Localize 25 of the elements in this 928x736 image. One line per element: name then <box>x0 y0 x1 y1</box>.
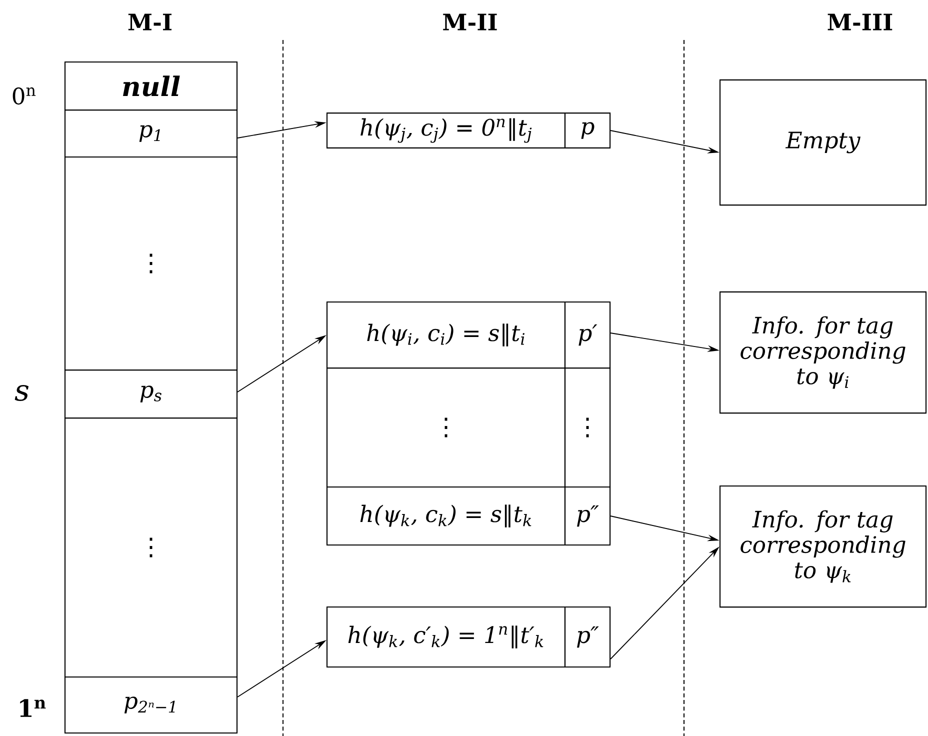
table-cell: p′ <box>564 301 611 369</box>
table-cell: ⋮ <box>326 368 566 488</box>
row-label: s <box>14 384 29 402</box>
row-label: 1$^{n}$ <box>20 699 46 717</box>
info-box: Info. for tag corresponding to ψ$_{i}$ <box>719 291 927 414</box>
column-heading: M-II <box>443 14 497 30</box>
table-cell: ⋮ <box>64 156 238 371</box>
table-cell: h(ψ$_{i}$, c$_{i}$) = s‖t$_{i}$ <box>326 301 566 369</box>
table-cell: h(ψ$_{k}$, c$_{k}$) = s‖t$_{k}$ <box>326 486 566 546</box>
row-label: 0$^{n}$ <box>12 87 36 105</box>
info-box: Empty <box>719 79 927 206</box>
table-cell: p <box>564 112 611 148</box>
table-cell: h(ψ$_{j}$, c$_{j}$) = 0$^{n}$‖t$_{j}$ <box>326 112 566 148</box>
table-cell: null <box>64 61 238 111</box>
table-cell: ⋮ <box>64 418 238 678</box>
column-heading: M-III <box>828 14 892 30</box>
table-cell: p$_{1}$ <box>64 110 238 158</box>
info-box: Info. for tag corresponding to ψ$_{k}$ <box>719 485 927 608</box>
table-cell: p$_{2ⁿ−1}$ <box>64 676 238 734</box>
table-cell: p″ <box>564 606 611 668</box>
table-cell: p″ <box>564 486 611 546</box>
column-heading: M-I <box>128 14 172 30</box>
table-cell: p$_{s}$ <box>64 369 238 419</box>
table-cell: ⋮ <box>564 368 611 488</box>
table-cell: h(ψ$_{k}$, c′$_{k}$) = 1$^{n}$‖t′$_{k}$ <box>326 606 566 668</box>
